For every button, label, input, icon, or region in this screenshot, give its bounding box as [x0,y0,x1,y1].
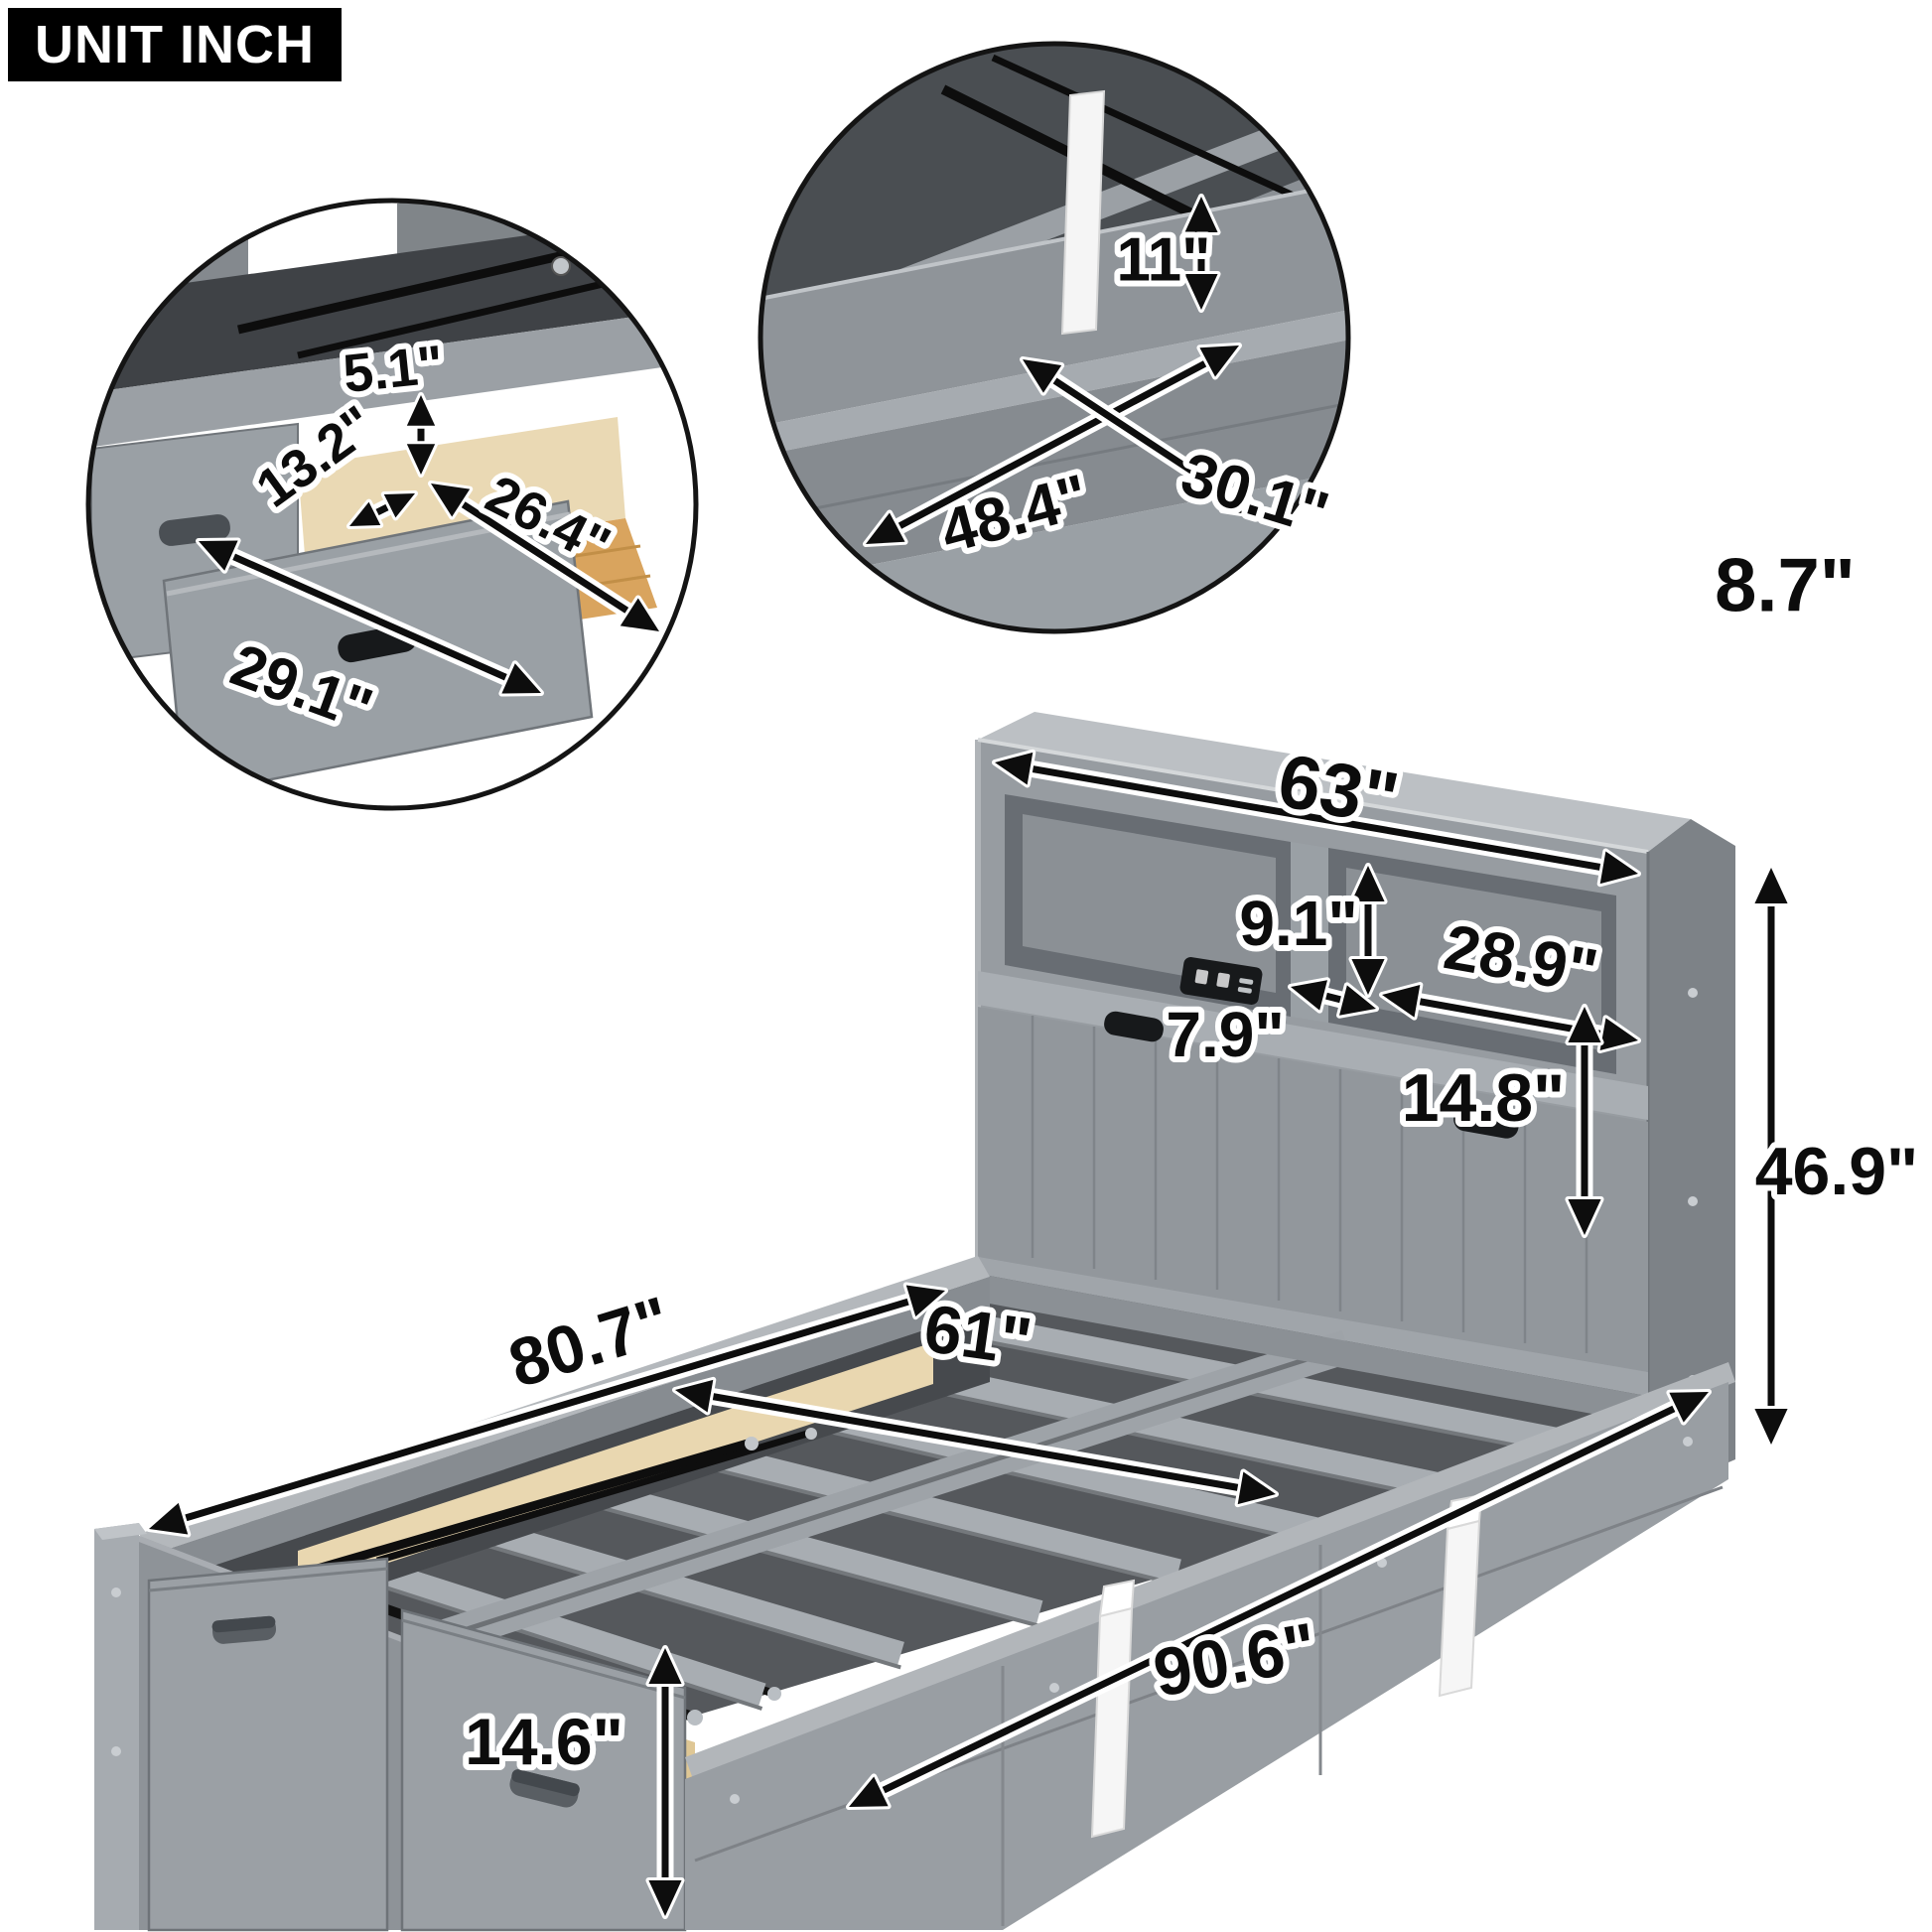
dim-headboard-panel-height: 14.8" [1402,1060,1566,1136]
headboard-handle-right [1453,1105,1519,1139]
dim-headboard-height: 46.9" [1755,1134,1919,1209]
strut-joint [745,1437,759,1450]
drawer-detail-inset [85,198,699,811]
side-rail [88,307,696,449]
center-rail-seam [407,1343,1348,1651]
left-rail-outer-face [151,1277,990,1587]
headboard-handle-left [1104,1011,1164,1042]
inset-circle-border [758,41,1351,634]
strut-joint [551,256,571,276]
dim-compartment-wall-height: 11" [1117,226,1211,295]
strut-joint [687,1710,703,1725]
cubby-divider [1291,842,1328,1023]
dim-headboard-top-depth: 8.7" [1715,544,1856,628]
drawer-handle-1 [211,1615,277,1644]
dimension-arrows [146,194,1791,1919]
headboard-panel [978,1007,1648,1372]
front-base [132,1534,687,1932]
panel-grooves [1031,1016,1588,1353]
screw [1688,988,1698,998]
gas-strut [236,245,588,335]
cubby-left-back-panel [1023,814,1276,993]
charging-station [1179,956,1263,1006]
drawer-front-1 [147,1557,389,1932]
gas-strut [297,270,646,359]
right-rail-top-strip [685,1362,1735,1779]
headboard-shelf-lip [978,971,1648,1120]
headboard-sill [973,1273,1723,1438]
dim-slat-width: 61" [919,1291,1035,1380]
corner-post [94,1523,147,1930]
lift-strap-1 [1090,1579,1136,1839]
gas-strut [991,54,1298,201]
lift-strap [1060,89,1106,336]
drawer-handle-2 [509,1769,580,1808]
headboard-right-side [1648,819,1735,1497]
storage-detail-inset [758,41,1351,634]
inset-circle-border [85,198,699,811]
strut-joint [805,1428,817,1440]
dim-cubby-depth: 7.9" [1166,999,1284,1070]
gas-strut [316,1437,757,1574]
bed-illustration [94,712,1735,1932]
dim-base-height: 14.6" [465,1705,623,1778]
unit-badge-label: UNIT INCH [35,15,315,74]
screw [1688,1196,1698,1206]
headboard-top-face [978,712,1691,852]
dim-cubby-height: 9.1" [1239,888,1357,959]
strut-joint [767,1687,781,1701]
dim-divider-height: 5.1" [341,335,446,404]
unit-badge: UNIT INCH [8,8,342,81]
gas-strut [376,1428,815,1565]
unit-badge-bg [8,8,342,81]
